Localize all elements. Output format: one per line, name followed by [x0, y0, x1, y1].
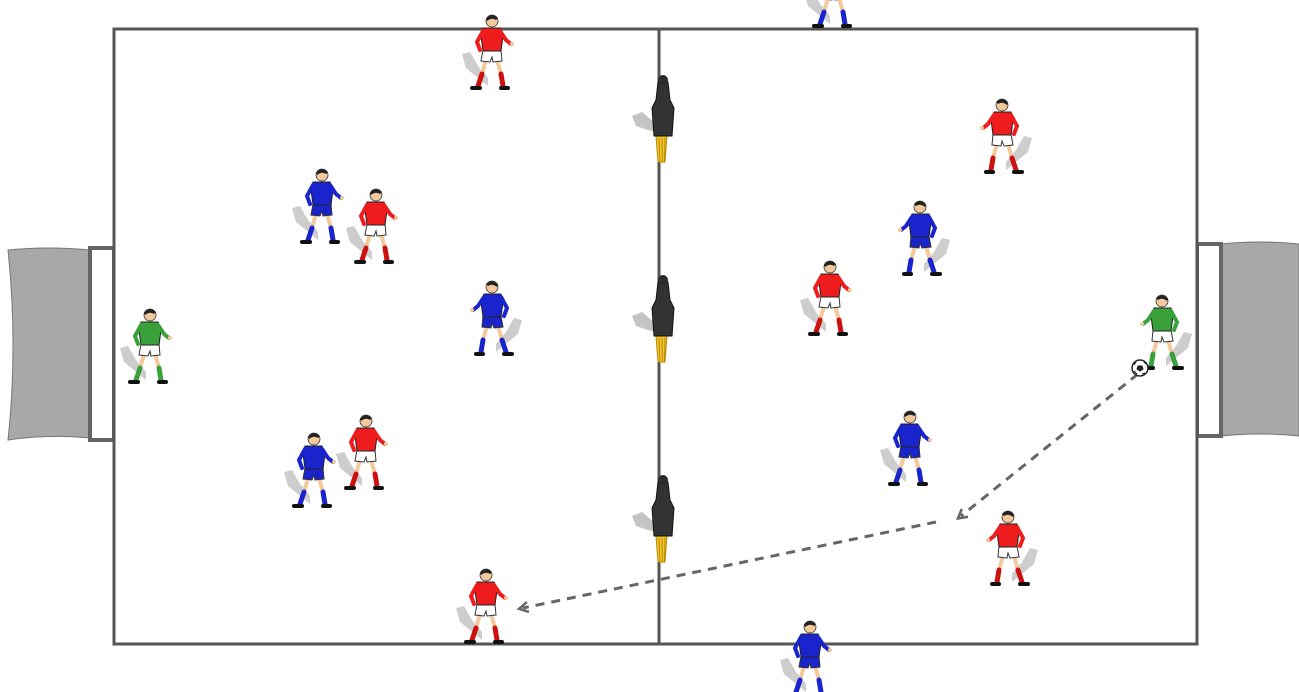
- player-right-sock: [1151, 354, 1153, 366]
- player-hand: [848, 288, 852, 292]
- player-hand: [1140, 322, 1144, 326]
- right-goal-net: [1221, 242, 1299, 436]
- player-right-sock: [991, 158, 993, 170]
- player-hand: [470, 308, 474, 312]
- player-right-sock: [843, 12, 845, 24]
- player-right-sock: [385, 248, 387, 260]
- player-hand: [332, 460, 336, 464]
- right-goal-frame: [1197, 244, 1221, 436]
- left-goal: [8, 248, 114, 440]
- player-hand: [340, 196, 344, 200]
- player-right-sock: [323, 492, 325, 504]
- player-hand: [504, 596, 508, 600]
- player-shorts: [799, 656, 820, 668]
- player-hand: [168, 336, 172, 340]
- player-right-sock: [819, 680, 821, 692]
- mannequin-head: [658, 75, 668, 85]
- player-hand: [510, 42, 514, 46]
- player-hand: [394, 216, 398, 220]
- player-right-sock: [159, 368, 161, 380]
- player-right-sock: [919, 470, 921, 482]
- player-hand: [898, 228, 902, 232]
- mannequin-head: [658, 475, 668, 485]
- right-goal: [1197, 242, 1299, 436]
- player-hand: [986, 538, 990, 542]
- player-right-sock: [375, 474, 377, 486]
- player-hand: [384, 442, 388, 446]
- player-blue-top-offpitch: [804, 0, 856, 26]
- player-hand: [980, 126, 984, 130]
- left-goal-frame: [90, 248, 114, 440]
- player-right-sock: [839, 320, 841, 332]
- ball: [1132, 360, 1148, 376]
- player-right-sock: [909, 260, 911, 272]
- player-right-sock: [495, 628, 497, 640]
- player-right-sock: [481, 340, 483, 352]
- left-goal-net: [8, 248, 90, 440]
- player-hand: [828, 648, 832, 652]
- mannequin-head: [658, 275, 668, 285]
- player-right-sock: [501, 74, 503, 86]
- player-hand: [928, 438, 932, 442]
- player-right-sock: [997, 570, 999, 582]
- player-right-sock: [331, 228, 333, 240]
